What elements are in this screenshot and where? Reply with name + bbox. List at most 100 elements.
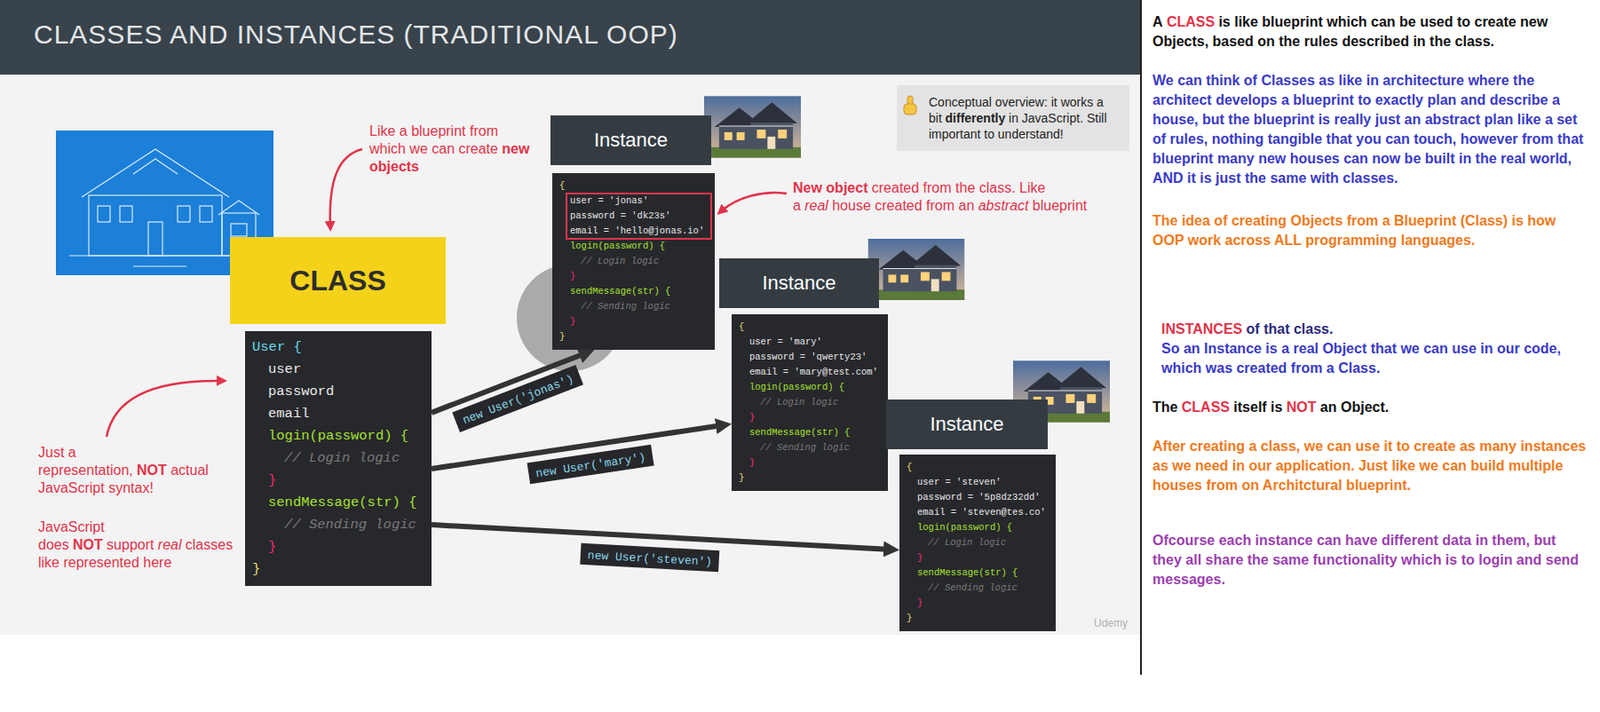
code-line: } [906,550,1047,566]
code-line: login(password) { [906,520,1047,536]
note-paragraph: Ofcourse each instance can have differen… [1152,530,1588,590]
edge-label-patch: new User('mary') [527,444,655,485]
leader-arrow [720,192,787,212]
code-line: } [906,610,1047,626]
note-text: The idea of creating Objects from a Blue… [1152,213,1556,248]
callout-text: Like a blueprint from which we can creat… [369,122,539,176]
note-text: NOT [1286,399,1317,415]
pointing-hand-icon [901,95,919,117]
code-line: // Sending logic [252,514,423,537]
code-line: // Login logic [738,395,880,411]
leader-arrow [106,380,222,437]
class-box: CLASS [229,237,446,325]
code-line: } [559,314,706,330]
note-text: house created from an [831,198,975,214]
instance-code-box: {user = 'steven'password = '5p8dz32dd'em… [899,454,1056,632]
code-line: // Sending logic [738,440,880,456]
note-paragraph: INSTANCESof that class. [1152,319,1588,340]
code-line: } [252,536,423,559]
edge-label-patch: new User('steven') [580,543,721,572]
callout-text: Just a representation,NOTactual JavaScri… [38,443,207,498]
note-text: The [1152,399,1178,415]
instance-code-box: {user = 'jonas'password = 'dk23s'email =… [552,173,715,350]
note-paragraph: The idea of creating Objects from a Blue… [1152,211,1588,251]
note-text: CLASS [1181,399,1230,415]
code-line: } [738,470,880,486]
instance-code-box: {user = 'mary'password = 'qwerty23'email… [731,314,888,492]
notes-column: ACLASSis like blueprint which can be use… [1152,12,1588,590]
code-line: password = 'qwerty23' [738,349,880,365]
watermark: Udemy [1093,617,1157,630]
note-text: Ofcourse each instance can have differen… [1152,532,1579,587]
code-line: // Sending logic [906,580,1047,596]
code-line: } [738,410,880,426]
code-line: email = 'mary@test.com' [738,364,880,381]
code-line: // Login logic [252,447,423,470]
note-text: abstract [978,198,1030,214]
note-text: blueprint [1032,198,1087,214]
note-paragraph: So an Instance is a real Object that we … [1152,339,1588,379]
note-text: Just a representation, [38,444,134,478]
code-line: email = 'hello@jonas.io' [559,223,706,239]
note-text: NOT [136,462,167,478]
slide-title-box: CLASSES AND INSTANCES (TRADITIONAL OOP) [33,19,679,50]
note-text: of that class. [1246,321,1334,337]
note-paragraph: TheCLASSitself isNOTan Object. [1152,397,1588,418]
note-text: A [1152,14,1164,30]
leader-arrow [330,149,363,227]
class-code-box: User {userpasswordemaillogin(password) {… [245,331,432,587]
code-line: login(password) { [559,238,706,254]
instance-header: Instance [550,115,712,166]
note-paragraph: After creating a class, we can use it to… [1152,436,1588,496]
note-paragraph: ACLASSis like blueprint which can be use… [1152,12,1588,52]
code-line: { [559,178,706,194]
slide-title: CLASSES AND INSTANCES (TRADITIONAL OOP) [33,19,679,49]
code-line: } [559,269,706,285]
note-text: Like a blueprint from which we can creat… [369,123,499,157]
note-text: Udemy [1093,617,1128,630]
slide-ground [0,74,1141,635]
note-box: Conceptual overview: it works a bitdiffe… [896,85,1130,151]
code-line: user = 'jonas' [559,193,706,209]
callout-text: JavaScript doesNOTsupportrealclasses lik… [38,518,207,572]
code-line: password = 'dk23s' [559,208,706,224]
house-photo [704,95,801,158]
note-text: INSTANCES [1161,321,1243,337]
divider-line [1140,0,1142,675]
edge-label-patch: new User('jonas') [451,364,583,433]
code-line: // Login logic [559,253,706,270]
box-title: Instance [929,412,1004,436]
note-text: CLASS [1166,14,1215,30]
note-text: real [804,198,829,214]
code-line: } [738,455,880,471]
note-text: differently [945,110,1006,126]
house-photo [868,238,965,301]
callout-text: New objectcreated from the class. Like a… [792,179,1100,215]
note-text: We can think of Classes as like in archi… [1152,72,1584,186]
code-line: user [252,358,423,381]
code-line: User { [252,336,423,359]
instantiation-arrow [431,524,892,550]
instance-header: Instance [886,399,1048,450]
code-line: login(password) { [252,425,423,448]
code-line: // Login logic [906,535,1047,551]
note-paragraph: We can think of Classes as like in archi… [1152,71,1588,189]
box-title: CLASS [289,264,386,298]
code-line: password = '5p8dz32dd' [906,490,1047,506]
code-line: user = 'mary' [738,334,880,350]
code-line: sendMessage(str) { [252,491,423,515]
edge-label: new User('jonas') [460,372,576,428]
edge-label: new User('mary') [534,451,647,481]
note-text: support [106,537,154,553]
code-line: email [252,403,423,426]
note-text: New object [792,180,868,196]
code-line: sendMessage(str) { [906,565,1047,581]
code-line: { [738,319,880,335]
edge-label: new User('steven') [587,549,713,571]
code-line: // Sending logic [559,299,706,315]
note-text: NOT [72,537,103,553]
box-title: Instance [594,128,668,152]
note-text: itself is [1233,399,1283,415]
note-text: real [158,537,183,553]
header-bar [0,0,1141,75]
